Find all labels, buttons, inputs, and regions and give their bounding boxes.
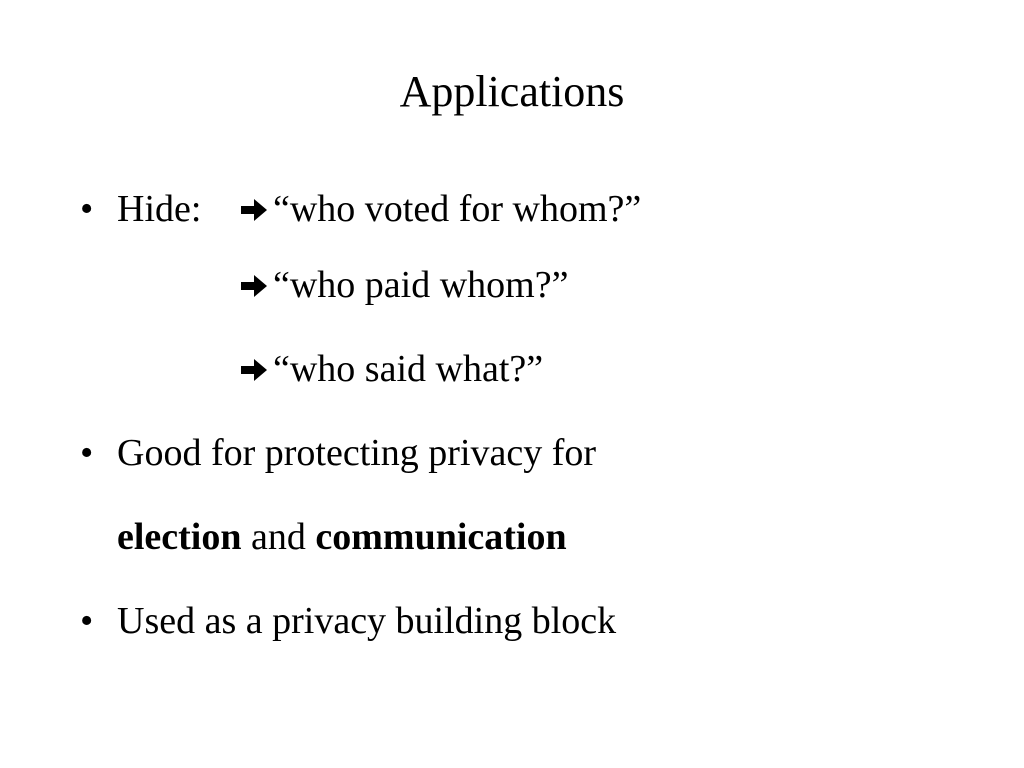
bullet-marker: •: [80, 600, 94, 642]
hide-line-3: “who said what?”: [239, 344, 543, 394]
used-line: Used as a privacy building block: [117, 600, 617, 642]
right-arrow-icon: [239, 344, 273, 394]
hide-item: “who voted for whom?”: [273, 188, 642, 230]
term-election: election: [117, 516, 242, 558]
hide-item: “who said what?”: [273, 348, 544, 390]
right-arrow-icon: [239, 184, 273, 234]
right-arrow-icon: [239, 260, 273, 310]
hide-line-1: Hide: “who voted for whom?”: [117, 184, 641, 234]
hide-item: “who paid whom?”: [273, 264, 569, 306]
bullet-marker: •: [80, 188, 94, 230]
bullet-marker: •: [80, 432, 94, 474]
term-communication: communication: [315, 516, 567, 558]
connector-and: and: [251, 516, 306, 558]
good-line-1: Good for protecting privacy for: [117, 432, 597, 474]
slide-title: Applications: [399, 67, 625, 116]
hide-label: Hide:: [117, 188, 202, 230]
good-line-2: election and communication: [117, 512, 567, 562]
hide-line-2: “who paid whom?”: [239, 260, 568, 310]
